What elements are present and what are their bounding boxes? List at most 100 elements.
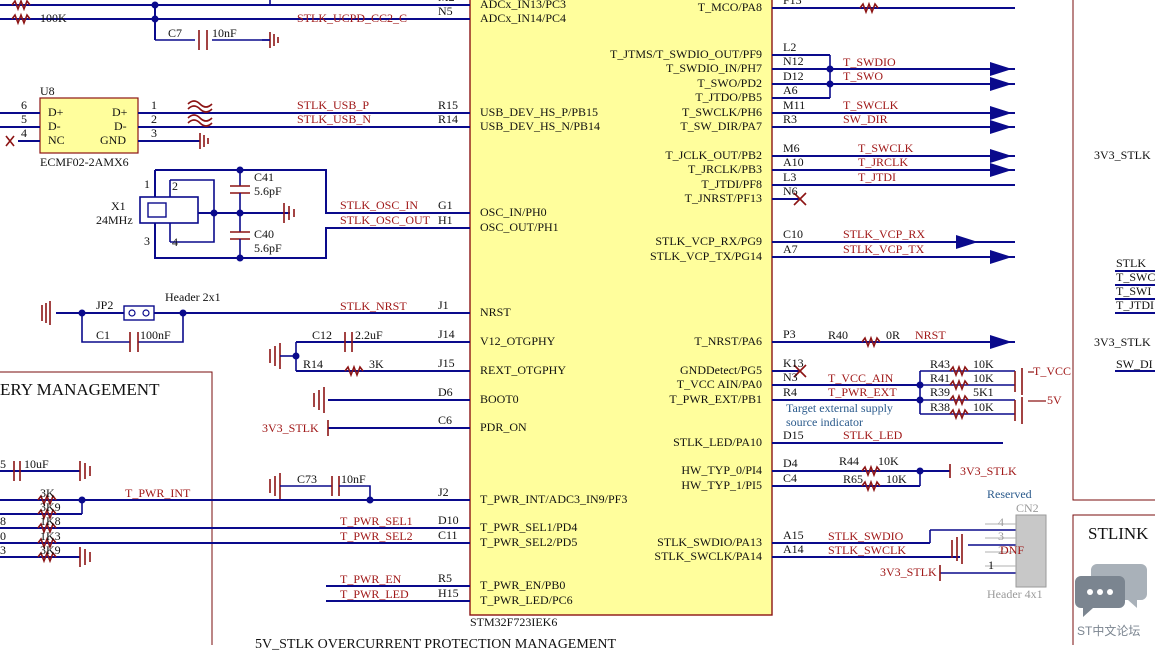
r43-ref: R43 (930, 357, 951, 371)
net-5v: 5V (1047, 393, 1062, 407)
net-t-pwr-ext: T_PWR_EXT (828, 385, 897, 399)
c7-value: 10nF (212, 26, 237, 40)
mcu-right-ball: L2 (783, 40, 797, 54)
mcu-part-number: STM32F723IEK6 (470, 615, 558, 629)
far-right-sw-di: SW_DI (1116, 357, 1153, 371)
net-t-swclk-2: T_SWCLK (858, 141, 914, 155)
r14-ref: R14 (303, 357, 324, 371)
mcu-left-pin-name: BOOT0 (480, 392, 519, 406)
r14-value: 3K (369, 357, 384, 371)
mcu-right-pin-name: STLK_LED/PA10 (673, 435, 762, 449)
mcu-right-pin-name: STLK_SWCLK/PA14 (654, 549, 762, 563)
mcu-left-pin-name: NRST (480, 305, 511, 319)
mcu-left-pin-name: T_PWR_SEL2/PD5 (480, 535, 578, 549)
mcu-left-ball: D6 (438, 385, 453, 399)
mcu-right-pin-name: T_JTDI/PF8 (701, 177, 762, 191)
watermark-text: ST中文论坛 (1077, 624, 1141, 638)
mcu-left-ball: N5 (438, 4, 453, 18)
net-pwr-led: T_PWR_LED (340, 587, 409, 601)
mcu-right-pin-name: STLK_SWDIO/PA13 (657, 535, 762, 549)
mcu-left-ball: C6 (438, 413, 453, 427)
mcu-right-pin-name: T_JTMS/T_SWDIO_OUT/PF9 (609, 47, 762, 61)
c1-ref: C1 (96, 328, 111, 342)
net-3v3-stlk-left: 3V3_STLK (262, 421, 319, 435)
mcu-left-pin-name: ADCx_IN14/PC4 (480, 11, 567, 25)
net-pwr-en: T_PWR_EN (340, 572, 402, 586)
mcu-left-pin-name: PDR_ON (480, 420, 527, 434)
mcu-right-pin-name: STLK_VCP_RX/PG9 (655, 234, 762, 248)
left-num-3: 0 (0, 529, 6, 543)
net-t-swclk: T_SWCLK (843, 98, 899, 112)
u8-num-l3: 4 (21, 126, 27, 140)
mcu-right-ball: F13 (783, 0, 802, 7)
x1-crystal (139, 196, 199, 224)
net-t-vcc: T_VCC (1033, 364, 1072, 378)
mcu-right-ball: N12 (783, 54, 804, 68)
cn2-part: Header 4x1 (987, 587, 1043, 601)
net-nrst-right: NRST (915, 328, 946, 342)
net-ucpd-cc2: STLK_UCPD_CC2_C (297, 11, 408, 25)
cn2-pin3: 3 (998, 529, 1004, 543)
mcu-right-ball: C4 (783, 471, 798, 485)
c41-value: 5.6pF (254, 184, 282, 198)
c7-ref: C7 (168, 26, 183, 40)
jp2-ref: JP2 (96, 298, 114, 312)
far-right-3v3-a: 3V3_STLK (1094, 148, 1151, 162)
far-right-stlk: STLK (1116, 256, 1146, 270)
battery-management-frame (0, 371, 213, 645)
r38-ref: R38 (930, 400, 951, 414)
mcu-right-ball: D4 (783, 456, 798, 470)
r40-value: 0R (886, 328, 901, 342)
c1-value: 100nF (140, 328, 171, 342)
u8-ref: U8 (40, 84, 55, 98)
c12-ref: C12 (312, 328, 333, 342)
stlink-frame-top (1072, 0, 1155, 501)
mcu-right-ball: A15 (783, 528, 804, 542)
mcu-left-pin-name: T_PWR_EN/PB0 (480, 578, 566, 592)
cn2-reserved: Reserved (987, 487, 1032, 501)
cap-10uf: 10uF (24, 457, 49, 471)
net-t-vcc-ain: T_VCC_AIN (828, 371, 894, 385)
u8-pin-r3: GND (100, 133, 126, 147)
mcu-right-pin-name: HW_TYP_1/PI5 (681, 478, 762, 492)
x1-ref: X1 (111, 199, 126, 213)
mcu-left-ball: R14 (438, 112, 459, 126)
x1-pin3: 3 (144, 234, 150, 248)
mcu-left-pin-name: OSC_IN/PH0 (480, 205, 547, 219)
net-osc-in: STLK_OSC_IN (340, 198, 419, 212)
mcu-left-ball: J15 (438, 356, 455, 370)
mcu-left-pin-name: T_PWR_INT/ADC3_IN9/PF3 (480, 492, 628, 506)
u8-body (39, 97, 139, 154)
x1-pin4: 4 (172, 235, 178, 249)
mcu-left-pin-name: REXT_OTGPHY (480, 363, 566, 377)
u8-pin-r2: D- (114, 119, 127, 133)
mcu-left-pin-name: V12_OTGPHY (480, 334, 556, 348)
mcu-right-ball: N6 (783, 184, 798, 198)
res-3k: 3K (40, 486, 55, 500)
cn2-pin2: 2 (998, 543, 1004, 557)
mcu-left-ball: D10 (438, 513, 459, 527)
net-t-swo: T_SWO (843, 69, 883, 83)
mcu-right-pin-name: T_JTDO/PB5 (695, 90, 762, 104)
r41-value: 10K (973, 371, 994, 385)
r65-ref: R65 (843, 472, 864, 486)
mcu-left-ball: J2 (438, 485, 449, 499)
r44-ref: R44 (839, 454, 860, 468)
mcu-right-ball: A10 (783, 155, 804, 169)
mcu-body (469, 0, 773, 616)
r40-ref: R40 (828, 328, 849, 342)
far-right-3v3-b: 3V3_STLK (1094, 335, 1151, 349)
net-pwr-sel2: T_PWR_SEL2 (340, 529, 413, 543)
mcu-left-ball: H1 (438, 213, 453, 227)
c73-ref: C73 (297, 472, 318, 486)
c12-value: 2.2uF (355, 328, 383, 342)
u8-pin-l3: NC (48, 133, 65, 147)
u8-num-l1: 6 (21, 98, 27, 112)
mcu-right-ball: R3 (783, 112, 798, 126)
c40-ref: C40 (254, 227, 275, 241)
stlink-frame-bottom (1072, 514, 1155, 645)
net-vcp-rx: STLK_VCP_RX (843, 227, 926, 241)
battery-management-title: ERY MANAGEMENT (0, 380, 160, 399)
mcu-right-pin-name: GNDDetect/PG5 (680, 363, 762, 377)
